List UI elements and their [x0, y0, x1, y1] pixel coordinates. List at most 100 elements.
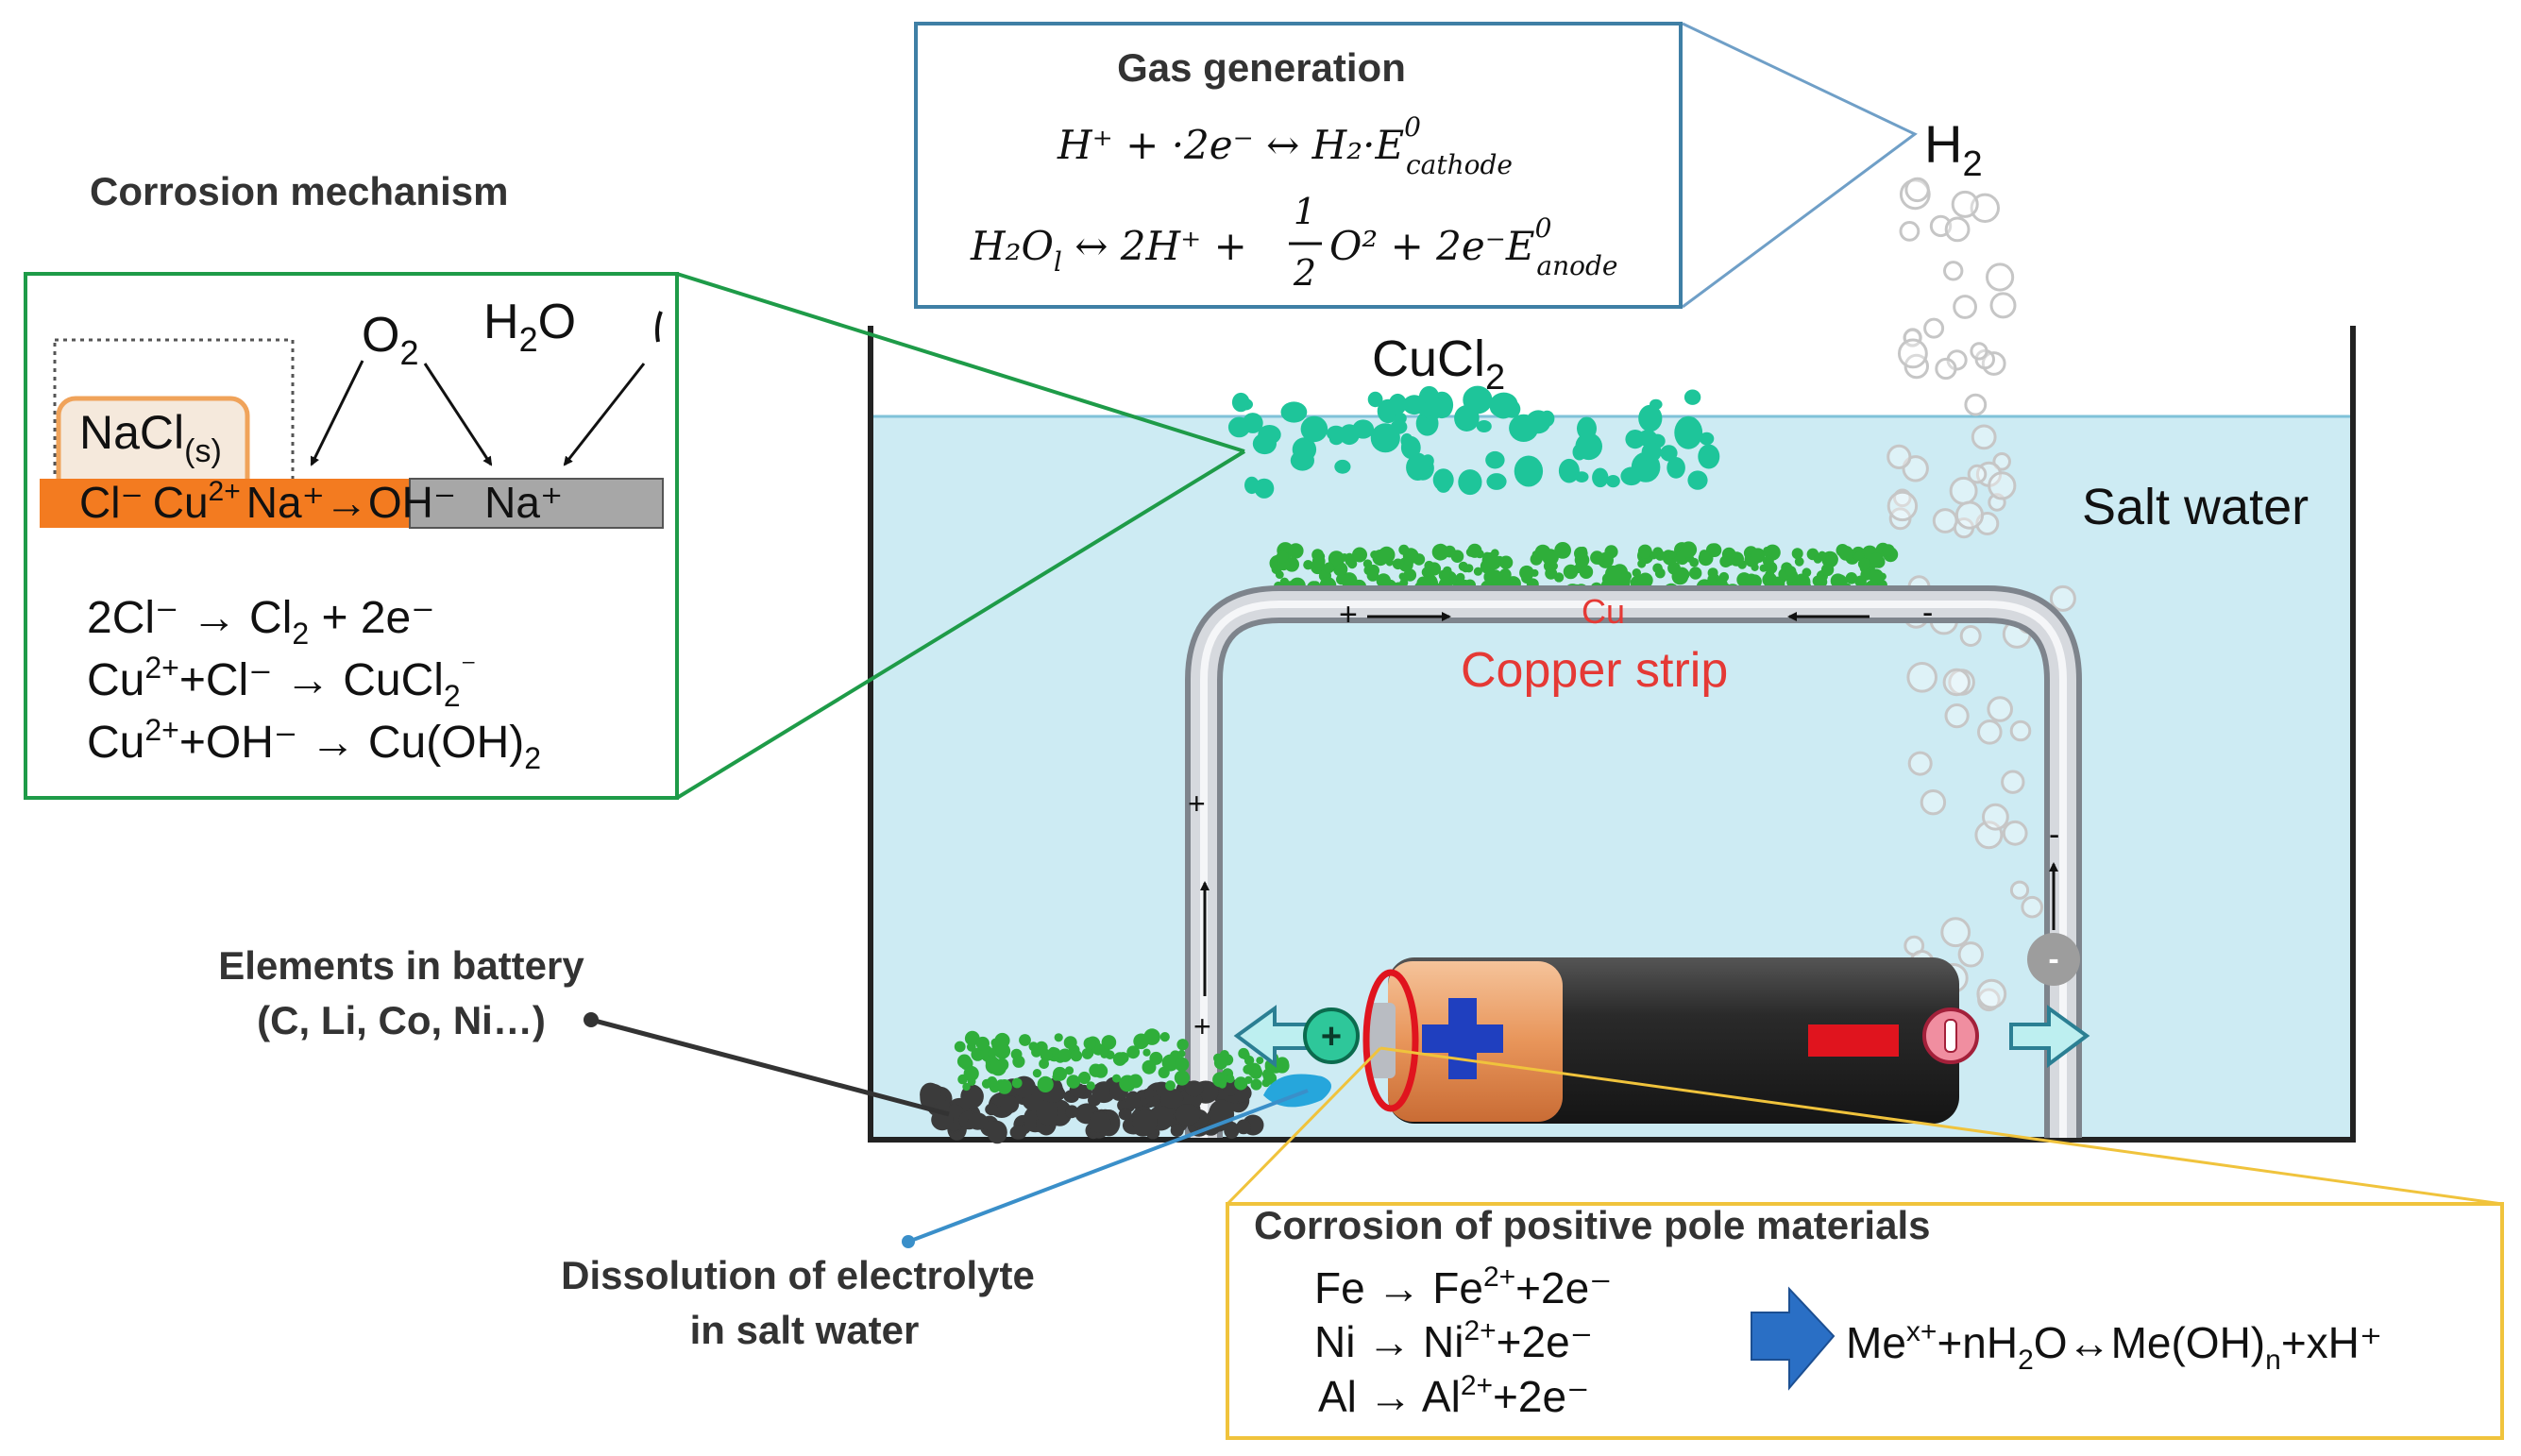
green-deposit-particle: [1263, 1072, 1277, 1085]
pole-reaction-ni: Ni → Ni2++2e⁻: [1314, 1315, 1593, 1366]
sediment-particle: [1118, 1108, 1132, 1121]
bubble: [2001, 770, 2025, 794]
electron-icon: [2027, 933, 2080, 986]
cucl2-particle: [1486, 473, 1507, 490]
bubble: [1957, 941, 1985, 968]
green-deposit-particle: [1064, 1066, 1074, 1075]
cucl2-particle: [1683, 389, 1701, 405]
cucl2-main: CuCl: [1372, 330, 1485, 387]
green-deposit-particle: [1012, 1055, 1025, 1068]
green-deposit-particle: [1422, 567, 1432, 577]
mr3-sup: 2+: [144, 713, 178, 747]
h2o-sub: 2: [519, 320, 538, 359]
bubble: [1935, 357, 1957, 381]
cucl2-particle: [1406, 454, 1430, 481]
green-deposit-particle: [1234, 1076, 1248, 1091]
sediment-particle: [1091, 1081, 1116, 1104]
green-deposit-particle: [1097, 1063, 1107, 1073]
mr3-a: Cu: [87, 718, 144, 768]
green-deposit-particle: [997, 1079, 1012, 1094]
gas-eq-anode-post: O² + 2e⁻E: [1329, 223, 1535, 269]
green-deposit-particle: [1226, 1074, 1235, 1084]
green-deposit-particle: [1818, 550, 1827, 560]
green-deposit-particle: [1376, 573, 1392, 588]
mr3-b: +OH⁻ → Cu(OH): [179, 718, 524, 768]
sediment-particle: [1132, 1109, 1158, 1136]
tank-walls: [868, 326, 2356, 1143]
bubble: [1988, 471, 2017, 500]
green-deposit-particle: [1794, 556, 1804, 567]
green-deposit-particle: [1825, 555, 1835, 565]
ion-na: Na⁺: [246, 478, 325, 527]
green-deposit-particle: [1083, 1037, 1096, 1050]
cucl2-particle: [1432, 468, 1454, 492]
bubble: [1987, 696, 2013, 722]
cucl2-particle: [1650, 398, 1663, 410]
bubble: [1971, 424, 1997, 450]
green-deposit-particle: [1398, 544, 1410, 555]
positive-pole-highlight: [1362, 969, 1419, 1112]
cu-label: Cu: [1582, 592, 1625, 631]
green-deposit-particle: [1101, 1035, 1117, 1050]
fe-b: +2e⁻: [1515, 1263, 1612, 1312]
ion-cu-sup: 2+: [209, 476, 241, 507]
bubble: [1954, 500, 1985, 530]
green-deposit-particle: [1159, 1032, 1170, 1042]
green-deposit-particle: [1699, 550, 1710, 560]
bubble: [1932, 508, 1958, 533]
bubble: [1887, 444, 1912, 469]
cucl2-particle: [1574, 471, 1589, 483]
green-deposit-particle: [1215, 1073, 1225, 1081]
sediment-particle: [1223, 1080, 1238, 1096]
sediment-particle: [1175, 1104, 1201, 1126]
mechanism-reaction-3: Cu2++OH⁻ → Cu(OH)2: [87, 713, 541, 775]
cucl2-particles: [1227, 385, 1720, 499]
strip-plus-top: +: [1339, 597, 1358, 633]
green-deposit-particle: [1126, 1045, 1141, 1059]
bubble: [1959, 625, 1982, 647]
gas-eq-anode-pre: H₂O: [970, 223, 1054, 269]
al-a: Al → Al: [1318, 1372, 1461, 1421]
prod-sub2: n: [2265, 1345, 2281, 1376]
prod-d: +xH⁺: [2281, 1318, 2382, 1367]
green-deposit-particle: [1744, 573, 1758, 587]
green-deposit-particle: [1751, 548, 1766, 564]
cucl2-particle: [1280, 401, 1308, 423]
green-deposit-particle: [1334, 564, 1347, 576]
cucl2-particle: [1476, 420, 1492, 432]
bubble: [1898, 338, 1928, 369]
gas-eq-frac-den: 2: [1293, 252, 1316, 294]
green-deposit-particle: [1176, 1039, 1189, 1051]
green-deposit-particle: [1040, 1049, 1053, 1062]
green-deposit-particle: [1052, 1073, 1060, 1081]
green-deposit-particle: [1142, 1059, 1157, 1075]
green-deposit-particle: [1464, 564, 1474, 573]
green-deposit-particle: [1791, 548, 1803, 560]
o2-label: O2: [362, 308, 418, 372]
ni-sup: 2+: [1464, 1315, 1496, 1346]
mechanism-arrows: [310, 360, 646, 466]
green-deposit-particle: [1605, 565, 1622, 583]
fe-a: Fe → Fe: [1314, 1263, 1483, 1312]
gas-eq-cathode-main: H⁺ + ·2e⁻ ↔ H₂·E: [1057, 122, 1404, 168]
green-deposit-particle: [1632, 568, 1642, 578]
bubble: [1923, 317, 1945, 339]
mr2-sub: 2: [444, 679, 461, 713]
bubble: [1949, 476, 1978, 505]
ion-strip-text: Cl⁻Cu2+Na⁺→OH⁻Na⁺: [79, 476, 563, 527]
sediment-particle: [1170, 1124, 1184, 1137]
green-deposit-particle: [1519, 565, 1534, 581]
cucl2-particle: [1514, 455, 1544, 487]
green-deposit-particle: [1019, 1034, 1031, 1046]
green-deposit-particle: [990, 1059, 1007, 1076]
bottom-green-deposits: [954, 1028, 1290, 1094]
bubble: [1944, 216, 1971, 243]
green-deposit-particle: [1553, 572, 1565, 583]
salt-water-label: Salt water: [2082, 479, 2309, 535]
gas-eq-frac-num: 1: [1294, 191, 1316, 232]
green-deposit-particle: [1482, 551, 1492, 560]
cucl2-particle: [1637, 430, 1658, 447]
green-deposit-particle: [1398, 572, 1407, 581]
bubble: [2049, 584, 2076, 612]
